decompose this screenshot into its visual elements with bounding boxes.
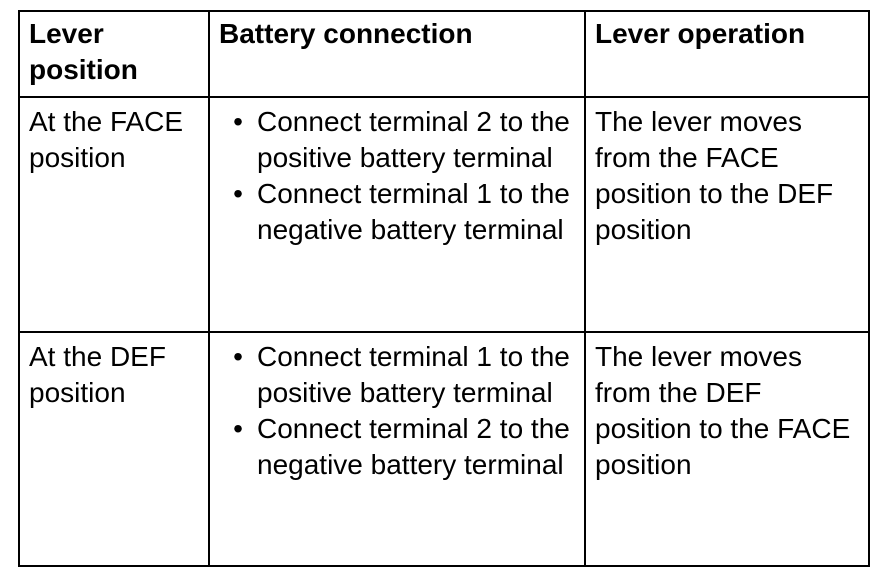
lever-operation-table: Lever position Battery connection Lever … xyxy=(18,10,870,567)
header-lever-position: Lever position xyxy=(18,10,210,98)
list-item: • Connect terminal 1 to the positive bat… xyxy=(219,339,576,411)
table-header: Lever position Battery connection Lever … xyxy=(18,10,870,98)
bullet-icon: • xyxy=(233,106,243,137)
list-item: • Connect terminal 1 to the negative bat… xyxy=(219,176,576,248)
list-item-text: Connect terminal 2 to the negative batte… xyxy=(257,412,570,480)
list-item-text: Connect terminal 2 to the positive batte… xyxy=(257,106,570,173)
list-item: • Connect terminal 2 to the positive bat… xyxy=(219,104,576,176)
cell-lever-operation: The lever moves from the DEF position to… xyxy=(584,330,870,567)
battery-connection-list: • Connect terminal 1 to the positive bat… xyxy=(219,339,576,483)
table-row: At the FACE position • Connect terminal … xyxy=(18,96,870,333)
header-row: Lever position Battery connection Lever … xyxy=(18,10,870,98)
bullet-icon: • xyxy=(233,340,243,372)
list-item-text: Connect terminal 1 to the negative batte… xyxy=(257,178,570,245)
cell-battery-connection: • Connect terminal 1 to the positive bat… xyxy=(208,330,586,567)
bullet-icon: • xyxy=(233,178,243,209)
cell-lever-position: At the FACE position xyxy=(18,96,210,333)
cell-battery-connection: • Connect terminal 2 to the positive bat… xyxy=(208,96,586,333)
battery-connection-list: • Connect terminal 2 to the positive bat… xyxy=(219,104,576,248)
table-body: At the FACE position • Connect terminal … xyxy=(18,96,870,567)
header-lever-operation: Lever operation xyxy=(584,10,870,98)
list-item-text: Connect terminal 1 to the positive batte… xyxy=(257,340,570,408)
cell-lever-operation: The lever moves from the FACE position t… xyxy=(584,96,870,333)
bullet-icon: • xyxy=(233,412,243,444)
header-battery-connection: Battery connection xyxy=(208,10,586,98)
cell-lever-position: At the DEF position xyxy=(18,330,210,567)
table-row: At the DEF position • Connect terminal 1… xyxy=(18,330,870,567)
lever-operation-table-container: Lever position Battery connection Lever … xyxy=(18,10,870,567)
list-item: • Connect terminal 2 to the negative bat… xyxy=(219,411,576,483)
